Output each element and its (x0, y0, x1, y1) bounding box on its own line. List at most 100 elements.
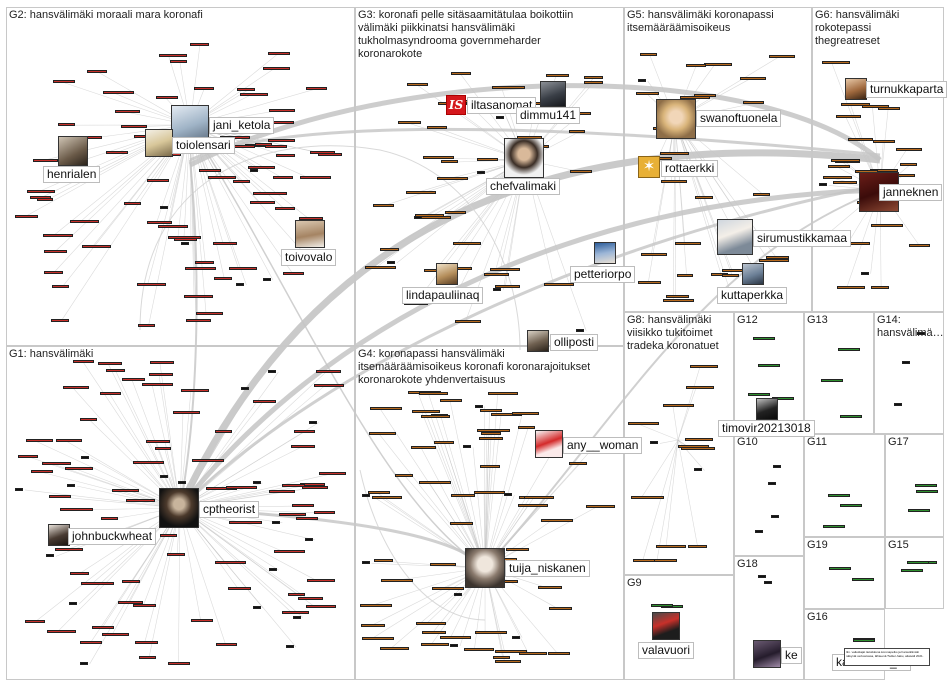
mini-node[interactable] (70, 220, 99, 223)
mini-node[interactable] (852, 578, 874, 581)
mini-node[interactable] (168, 662, 190, 665)
mini-node[interactable] (909, 244, 930, 247)
mini-node[interactable] (185, 267, 216, 270)
mini-node[interactable] (380, 248, 399, 251)
mini-node[interactable] (451, 494, 475, 497)
mini-node[interactable] (168, 236, 201, 239)
mini-node[interactable] (828, 494, 850, 497)
mini-node[interactable] (150, 361, 174, 364)
mini-node[interactable] (274, 550, 305, 553)
mini-node[interactable] (272, 121, 294, 124)
mini-node[interactable] (759, 259, 789, 262)
mini-node[interactable] (492, 86, 525, 89)
mini-node[interactable] (871, 224, 903, 227)
mini-node[interactable] (829, 567, 851, 570)
mini-node[interactable] (506, 548, 529, 551)
mini-node[interactable] (272, 521, 280, 524)
mini-node[interactable] (407, 83, 428, 86)
mini-node[interactable] (769, 55, 795, 58)
mini-node[interactable] (908, 509, 930, 512)
mini-node[interactable] (253, 192, 287, 195)
mini-node[interactable] (275, 207, 295, 210)
mini-node[interactable] (263, 67, 290, 70)
mini-node[interactable] (173, 411, 200, 414)
mini-node[interactable] (361, 624, 385, 627)
mini-node[interactable] (49, 495, 71, 498)
mini-node[interactable] (18, 455, 38, 458)
mini-node[interactable] (100, 392, 121, 395)
mini-node[interactable] (373, 204, 394, 207)
mini-node[interactable] (192, 459, 224, 462)
mini-node[interactable] (481, 432, 501, 435)
mini-node[interactable] (112, 489, 139, 492)
mini-node[interactable] (362, 494, 370, 497)
mini-node[interactable] (419, 392, 448, 395)
mini-node[interactable] (92, 626, 114, 629)
mini-node[interactable] (873, 140, 895, 143)
mini-node[interactable] (586, 505, 615, 508)
mini-node[interactable] (47, 630, 76, 633)
mini-node[interactable] (133, 461, 164, 464)
mini-node[interactable] (63, 386, 89, 389)
mini-node[interactable] (823, 525, 845, 528)
mini-node[interactable] (184, 295, 213, 298)
mini-node[interactable] (474, 491, 505, 494)
mini-node[interactable] (56, 439, 82, 442)
mini-node[interactable] (159, 54, 187, 57)
mini-node[interactable] (67, 484, 75, 487)
mini-node[interactable] (58, 123, 75, 126)
mini-node[interactable] (250, 201, 275, 204)
mini-node[interactable] (766, 256, 789, 259)
mini-node[interactable] (464, 648, 494, 651)
mini-node[interactable] (283, 272, 304, 275)
mini-node[interactable] (137, 283, 166, 286)
mini-node[interactable] (155, 447, 171, 450)
mini-node[interactable] (44, 271, 63, 274)
mini-node[interactable] (106, 151, 128, 154)
mini-node[interactable] (685, 438, 713, 441)
mini-node[interactable] (836, 115, 861, 118)
mini-node[interactable] (631, 496, 664, 499)
mini-node[interactable] (293, 616, 301, 619)
mini-node[interactable] (294, 430, 315, 433)
mini-node[interactable] (633, 559, 655, 562)
mini-node[interactable] (768, 482, 776, 485)
mini-node[interactable] (753, 337, 775, 340)
mini-node[interactable] (907, 561, 929, 564)
mini-node[interactable] (30, 196, 51, 199)
mini-node[interactable] (42, 462, 71, 465)
mini-node[interactable] (748, 393, 770, 396)
mini-node[interactable] (641, 253, 667, 256)
mini-node[interactable] (901, 569, 923, 572)
mini-node[interactable] (69, 602, 77, 605)
mini-node[interactable] (291, 445, 315, 448)
mini-node[interactable] (191, 619, 213, 622)
mini-node[interactable] (900, 163, 917, 166)
mini-node[interactable] (98, 362, 122, 365)
mini-node[interactable] (149, 373, 173, 376)
mini-node[interactable] (722, 274, 739, 277)
mini-node[interactable] (395, 474, 413, 477)
mini-node[interactable] (196, 312, 223, 315)
mini-node[interactable] (480, 409, 502, 412)
mini-node[interactable] (569, 130, 585, 133)
mini-node[interactable] (690, 365, 718, 368)
mini-node[interactable] (147, 221, 172, 224)
mini-node[interactable] (415, 214, 444, 217)
mini-node[interactable] (412, 410, 440, 413)
mini-node[interactable] (862, 105, 889, 108)
mini-node[interactable] (758, 364, 780, 367)
mini-node[interactable] (666, 295, 689, 298)
mini-node[interactable] (233, 180, 250, 183)
mini-node[interactable] (138, 324, 155, 327)
mini-node[interactable] (118, 601, 143, 604)
mini-node[interactable] (871, 286, 889, 289)
mini-node[interactable] (362, 561, 370, 564)
mini-node[interactable] (102, 633, 129, 636)
mini-node[interactable] (628, 422, 659, 425)
mini-node[interactable] (484, 273, 509, 276)
mini-node[interactable] (427, 126, 447, 129)
mini-node[interactable] (421, 415, 450, 418)
mini-node[interactable] (544, 283, 574, 286)
mini-node[interactable] (15, 215, 38, 218)
